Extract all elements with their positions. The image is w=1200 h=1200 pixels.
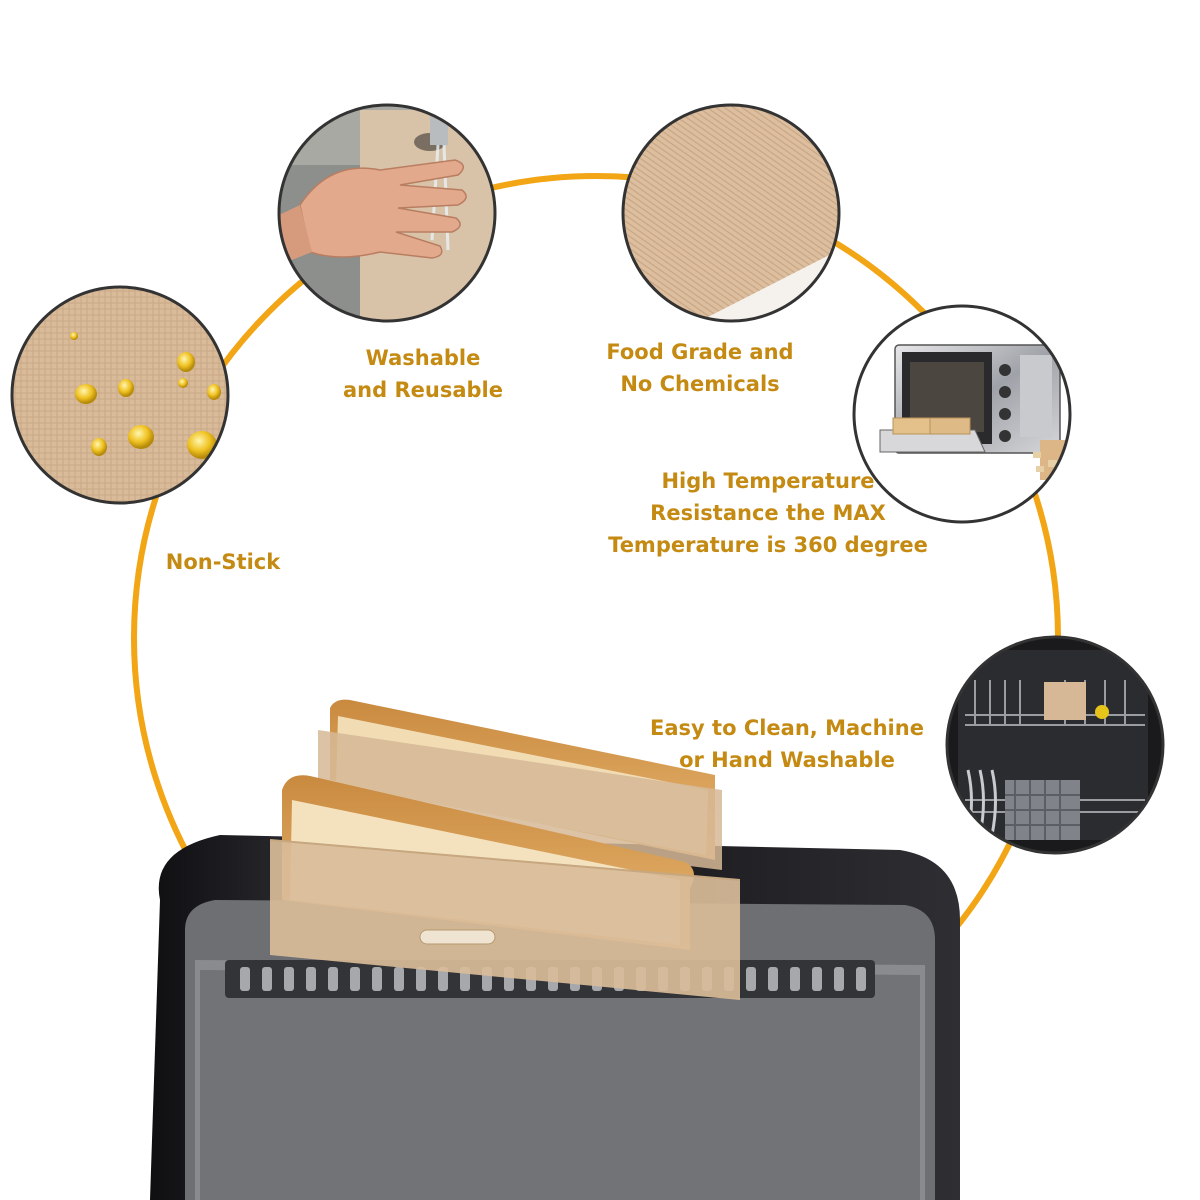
non-stick-label: Non-Stick — [150, 546, 296, 578]
non-stick-label-line-1: Non-Stick — [165, 550, 281, 574]
food-grade-label-line-2: No Chemicals — [620, 372, 780, 396]
oven-photo — [852, 304, 1072, 524]
washable-photo — [277, 103, 497, 323]
easy-clean-label-line-1: Easy to Clean, Machine — [650, 716, 924, 740]
high-temp-label-line-3: Temperature is 360 degree — [608, 533, 928, 557]
dishwasher-photo — [945, 635, 1165, 855]
washable-label: Washable and Reusable — [323, 342, 523, 406]
washable-label-line-1: Washable — [365, 346, 481, 370]
washable-label-line-2: and Reusable — [343, 378, 503, 402]
food-grade-label-line-1: Food Grade and — [606, 340, 794, 364]
food-grade-label: Food Grade and No Chemicals — [592, 336, 808, 400]
high-temp-label-line-1: High Temperature — [661, 469, 875, 493]
toaster-hero-photo — [150, 699, 960, 1200]
high-temp-label-line-2: Resistance the MAX — [650, 501, 886, 525]
food-grade-photo — [621, 103, 841, 323]
non-stick-photo — [10, 285, 230, 505]
high-temp-label: High Temperature Resistance the MAX Temp… — [598, 465, 938, 561]
easy-clean-label-line-2: or Hand Washable — [679, 748, 895, 772]
easy-clean-label: Easy to Clean, Machine or Hand Washable — [636, 712, 938, 776]
